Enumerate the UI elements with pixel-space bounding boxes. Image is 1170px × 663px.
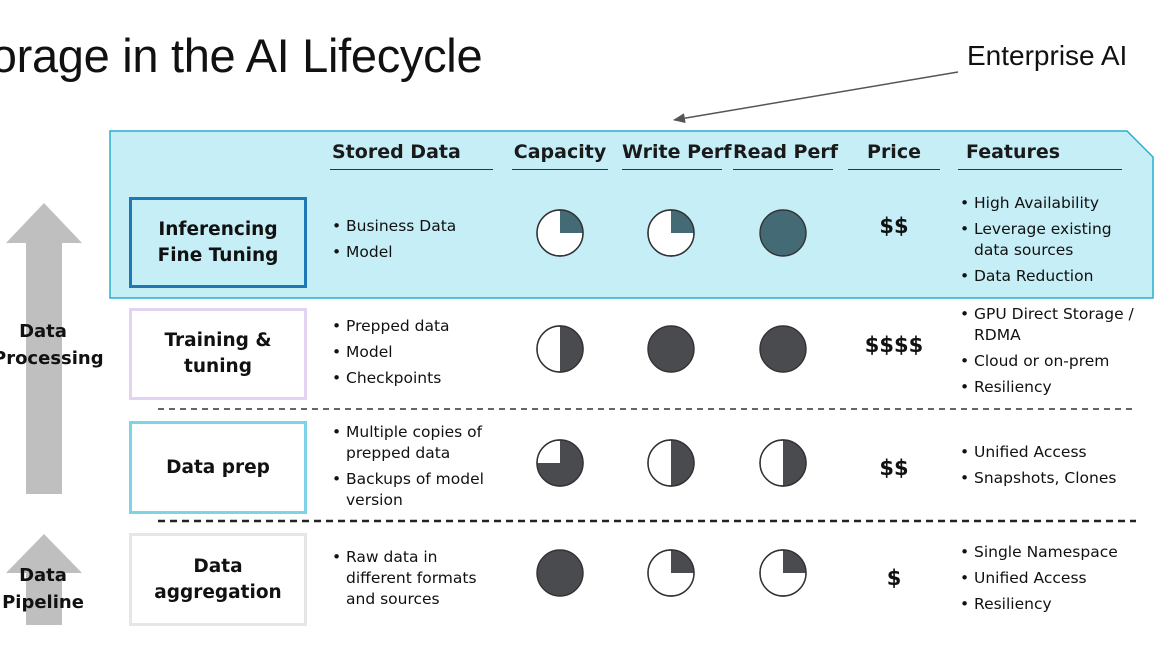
stored-data-list: Prepped data Model Checkpoints	[332, 316, 504, 394]
list-item: Prepped data	[332, 316, 504, 337]
features-list: GPU Direct Storage / RDMA Cloud or on-pr…	[960, 304, 1135, 403]
capacity-harvey-ball	[536, 325, 584, 373]
read-perf-harvey-ball	[759, 439, 807, 487]
price-value: $	[886, 566, 902, 590]
header-features: Features	[966, 141, 1061, 163]
stage-training: Training & tuning	[129, 308, 307, 400]
list-item: High Availability	[960, 193, 1135, 214]
stage-label-line: Training & tuning	[164, 330, 272, 377]
header-price: Price	[867, 141, 921, 163]
stage-label-line: Data aggregation	[154, 555, 282, 603]
capacity-harvey-ball	[536, 209, 584, 257]
read-perf-harvey-ball	[759, 325, 807, 373]
write-perf-harvey-ball	[647, 325, 695, 373]
stage-label-line: Inferencing	[158, 218, 278, 240]
side-label-pipeline: Data Pipeline	[0, 562, 93, 616]
header-underline	[622, 169, 722, 170]
stage-inferencing: Inferencing Fine Tuning	[129, 197, 307, 288]
list-item: Cloud or on-prem	[960, 351, 1135, 372]
list-item: Raw data in different formats and source…	[332, 547, 504, 610]
side-label-processing-line2: Processing	[0, 348, 104, 369]
list-item: Multiple copies of prepped data	[332, 422, 504, 464]
stored-data-list: Multiple copies of prepped data Backups …	[332, 422, 504, 516]
side-label-processing-line1: Data	[19, 321, 67, 342]
stage-label-line: Data prep	[166, 456, 270, 478]
read-perf-harvey-ball	[759, 549, 807, 597]
list-item: Model	[332, 342, 504, 363]
header-write-perf: Write Perf	[622, 141, 732, 163]
features-list: Single Namespace Unified Access Resilien…	[960, 542, 1135, 620]
pipeline-arrow-icon	[6, 534, 82, 625]
write-perf-harvey-ball	[647, 439, 695, 487]
list-item: Unified Access	[960, 568, 1135, 589]
header-underline	[848, 169, 940, 170]
read-perf-harvey-ball	[759, 209, 807, 257]
list-item: Business Data	[332, 216, 504, 237]
header-underline	[958, 169, 1122, 170]
list-item: Single Namespace	[960, 542, 1135, 563]
write-perf-harvey-ball	[647, 209, 695, 257]
callout-label: Enterprise AI	[967, 40, 1128, 71]
price-value: $$$$	[864, 333, 924, 357]
stage-data-prep: Data prep	[129, 421, 307, 514]
list-item: Unified Access	[960, 442, 1135, 463]
side-label-pipeline-line1: Data	[19, 565, 67, 586]
header-read-perf: Read Perf	[733, 141, 839, 163]
list-item: GPU Direct Storage / RDMA	[960, 304, 1135, 346]
price-value: $$	[879, 214, 909, 238]
write-perf-harvey-ball	[647, 549, 695, 597]
list-item: Data Reduction	[960, 266, 1135, 287]
features-list: High Availability Leverage existing data…	[960, 193, 1135, 292]
list-item: Resiliency	[960, 594, 1135, 615]
callout-arrow	[673, 71, 959, 124]
list-item: Backups of model version	[332, 469, 504, 511]
capacity-harvey-ball	[536, 549, 584, 597]
header-underline	[330, 169, 493, 170]
capacity-harvey-ball	[536, 439, 584, 487]
list-item: Leverage existing data sources	[960, 219, 1135, 261]
list-item: Checkpoints	[332, 368, 504, 389]
side-label-processing: Data Processing	[0, 318, 104, 372]
stage-data-aggregation: Data aggregation	[129, 533, 307, 626]
header-underline	[733, 169, 833, 170]
header-stored-data: Stored Data	[332, 141, 461, 163]
list-item: Model	[332, 242, 504, 263]
stored-data-list: Raw data in different formats and source…	[332, 547, 504, 615]
stage-label-line: Fine Tuning	[157, 244, 279, 266]
header-underline	[512, 169, 608, 170]
list-item: Snapshots, Clones	[960, 468, 1135, 489]
stored-data-list: Business Data Model	[332, 216, 504, 268]
side-label-pipeline-line2: Pipeline	[2, 592, 84, 613]
header-capacity: Capacity	[513, 141, 607, 163]
page-title: torage in the AI Lifecycle	[0, 29, 483, 82]
price-value: $$	[879, 456, 909, 480]
list-item: Resiliency	[960, 377, 1135, 398]
processing-arrow-icon	[6, 203, 82, 494]
features-list: Unified Access Snapshots, Clones	[960, 442, 1135, 494]
